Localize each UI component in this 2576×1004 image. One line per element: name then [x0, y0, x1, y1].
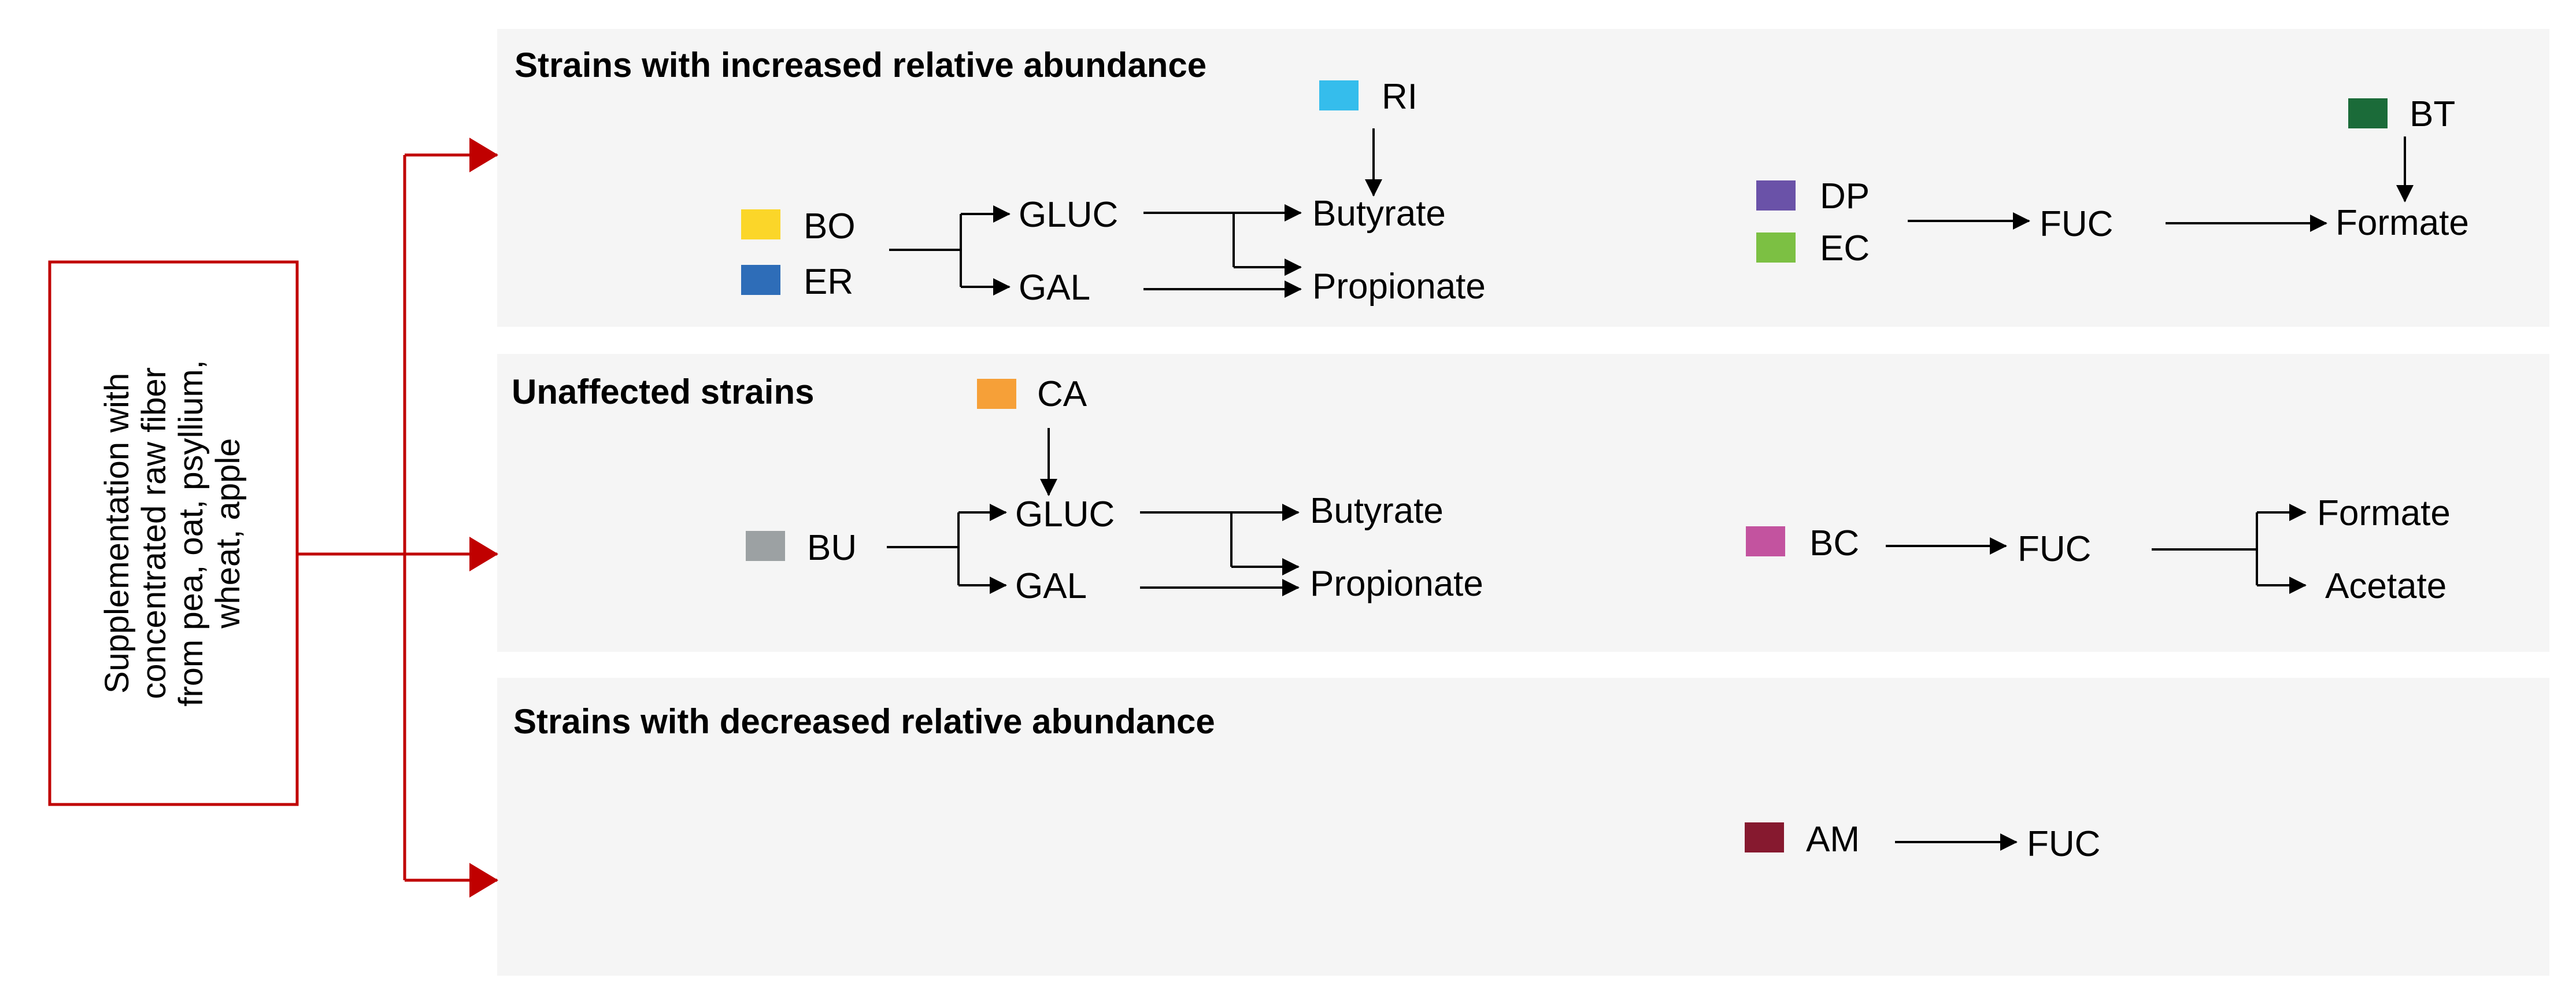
strain-swatch-bo: [741, 209, 780, 239]
strain-swatch-ec: [1756, 232, 1796, 263]
panel-unaffected: [497, 354, 2549, 652]
strain-label-er: ER: [804, 262, 853, 302]
strain-label-ec: EC: [1820, 228, 1870, 268]
source-text-line-4: wheat, apple: [209, 438, 247, 629]
strain-swatch-bt: [2348, 98, 2388, 128]
panel-title-unaffected: Unaffected strains: [512, 372, 814, 411]
strain-swatch-ri: [1319, 80, 1359, 110]
metabolite-acetate-2: Acetate: [2325, 566, 2447, 606]
strain-label-am: AM: [1806, 820, 1860, 859]
strain-label-ri: RI: [1382, 77, 1417, 117]
metabolite-propionate-2: Propionate: [1310, 564, 1483, 604]
panel-increased-content: RI BO ER GLUC GAL Butyrate Propionate DP…: [741, 77, 2469, 308]
metabolite-propionate-1: Propionate: [1312, 267, 1486, 307]
strain-swatch-bu: [746, 531, 785, 561]
strain-swatch-ca: [977, 379, 1016, 409]
strain-label-bo: BO: [804, 206, 856, 246]
strain-swatch-bc: [1746, 526, 1785, 556]
panel-title-decreased: Strains with decreased relative abundanc…: [513, 702, 1215, 741]
source-text-line-2: concentrated raw fiber: [135, 367, 173, 699]
panel-unaffected-content: CA BU GLUC GAL Butyrate Propionate BC FU…: [746, 374, 2451, 606]
metabolite-formate-1: Formate: [2336, 203, 2469, 243]
metabolite-butyrate-1: Butyrate: [1312, 194, 1446, 234]
source-arrows: [297, 138, 498, 898]
metabolite-gal-2: GAL: [1015, 566, 1087, 606]
metabolite-gluc-2: GLUC: [1015, 494, 1115, 534]
panel-title-increased: Strains with increased relative abundanc…: [515, 46, 1206, 84]
strain-swatch-am: [1745, 822, 1784, 852]
metabolite-butyrate-2: Butyrate: [1310, 491, 1444, 531]
strain-swatch-dp: [1756, 180, 1796, 211]
metabolite-gluc-1: GLUC: [1019, 195, 1118, 235]
panel-decreased: [497, 678, 2549, 976]
panel-decreased-content: AM FUC: [1745, 820, 2100, 864]
panel-increased: [497, 29, 2549, 327]
strain-label-bt: BT: [2410, 94, 2455, 134]
strain-label-bc: BC: [1809, 523, 1859, 563]
source-box: Supplementation with concentrated raw fi…: [48, 260, 299, 806]
strain-swatch-er: [741, 265, 780, 295]
source-text-line-1: Supplementation with: [98, 373, 136, 694]
strain-label-bu: BU: [807, 528, 857, 568]
metabolite-gal-1: GAL: [1019, 268, 1090, 308]
metabolite-fuc-2: FUC: [2018, 529, 2091, 569]
metabolite-fuc-1: FUC: [2040, 204, 2113, 244]
strain-label-dp: DP: [1820, 176, 1870, 216]
strain-label-ca: CA: [1037, 374, 1087, 414]
metabolite-formate-2: Formate: [2317, 493, 2451, 533]
source-text-line-3: from pea, oat, psyllium,: [172, 360, 210, 707]
metabolite-fuc-3: FUC: [2027, 824, 2100, 864]
